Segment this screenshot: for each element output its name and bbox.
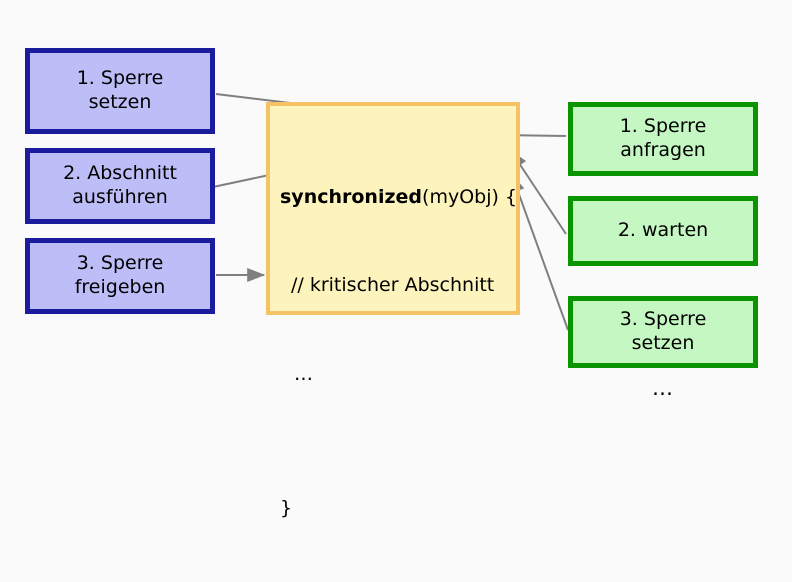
lock-sequence-ellipsis: …: [652, 376, 674, 400]
code-line-2: // kritischer Abschnitt: [291, 274, 495, 297]
lock-box-request[interactable]: 1. Sperre anfragen: [568, 102, 758, 176]
arrow-lock-acquire: [511, 173, 569, 331]
step-line-1: 3. Sperre: [76, 252, 164, 275]
step-line-2: ausführen: [72, 186, 168, 208]
code-lines: synchronized(myObj) { // kritischer Absc…: [280, 124, 517, 582]
diagram-canvas: 1. Sperre setzen 2. Abschnitt ausführen …: [25, 48, 758, 519]
step-line-1: 2. Abschnitt: [63, 162, 177, 185]
step-line-2: setzen: [88, 91, 152, 113]
step-line-1: 1. Sperre: [76, 67, 164, 90]
step-box-run-section[interactable]: 2. Abschnitt ausführen: [25, 148, 215, 224]
lock-box-wait[interactable]: 2. warten: [568, 196, 758, 266]
lock-line-1: 2. warten: [617, 219, 709, 242]
lock-line-1: 3. Sperre: [619, 308, 707, 331]
code-line-1-rest: (myObj) {: [422, 185, 518, 208]
code-line-3: …: [294, 362, 313, 385]
step-box-lock-release[interactable]: 3. Sperre freigeben: [25, 238, 215, 314]
code-line-1: synchronized(myObj) {: [280, 183, 517, 212]
lock-line-2: anfragen: [620, 139, 706, 161]
lock-line-2: setzen: [631, 332, 695, 354]
step-box-lock-set[interactable]: 1. Sperre setzen: [25, 48, 215, 134]
lock-box-acquire[interactable]: 3. Sperre setzen: [568, 296, 758, 368]
code-keyword-synchronized: synchronized: [280, 185, 423, 208]
lock-line-1: 1. Sperre: [619, 115, 707, 138]
step-line-2: freigeben: [74, 276, 166, 298]
code-line-4: }: [280, 496, 293, 519]
code-block: synchronized(myObj) { // kritischer Absc…: [266, 102, 520, 519]
